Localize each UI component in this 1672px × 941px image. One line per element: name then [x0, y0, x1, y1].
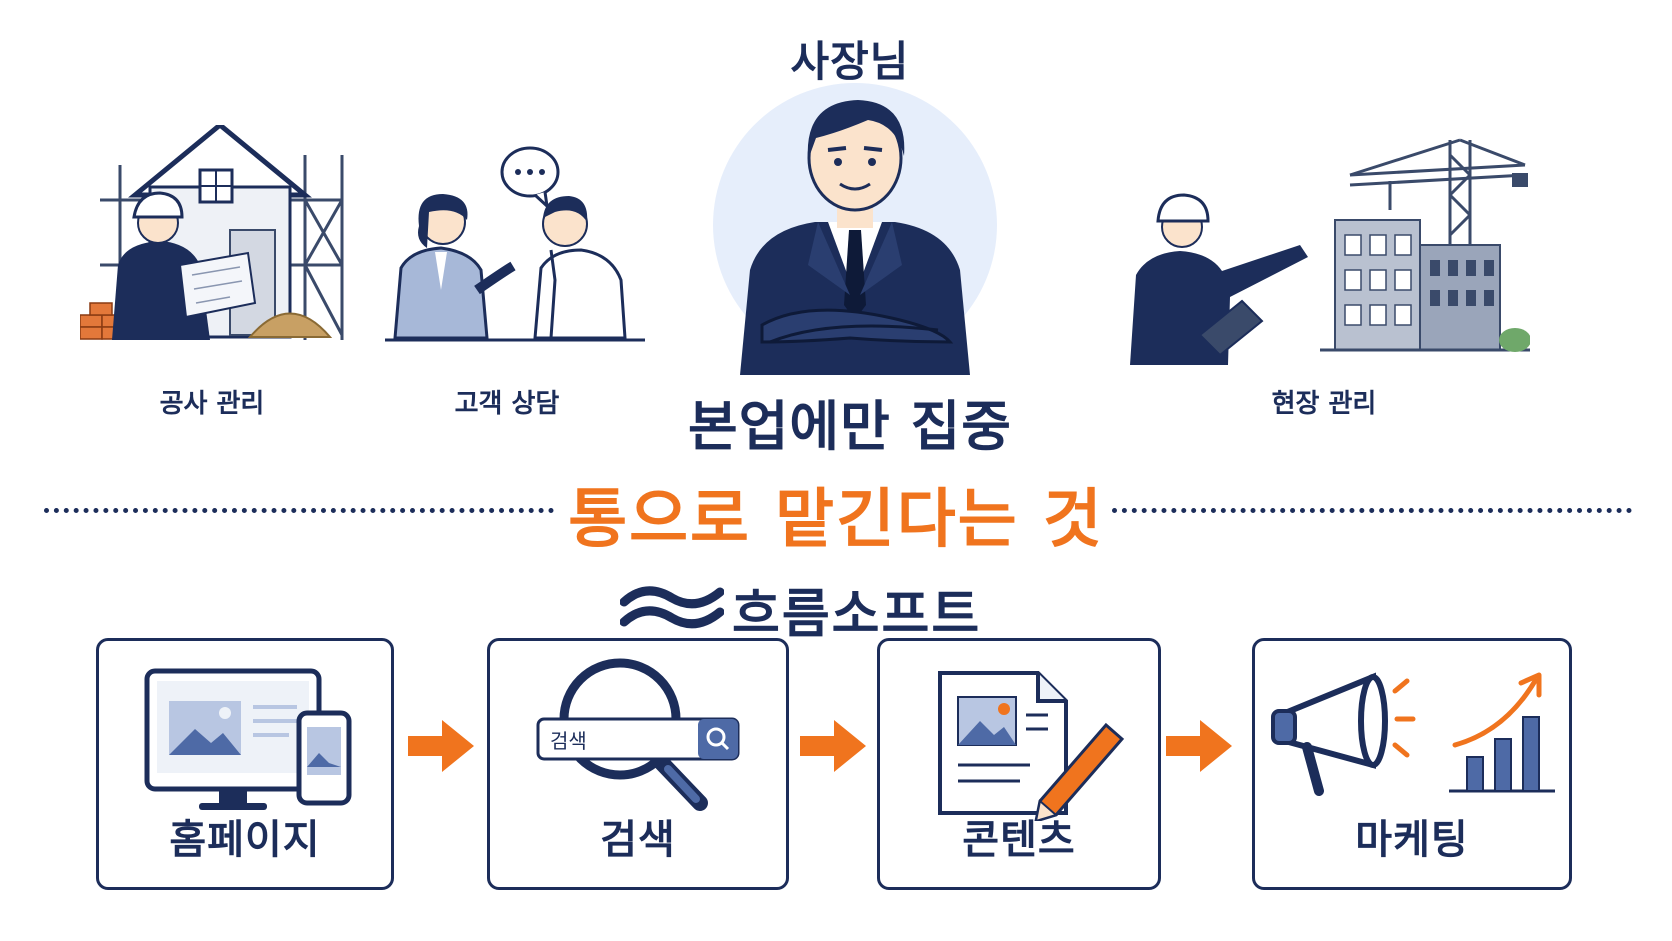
boss-title: 사장님: [790, 37, 910, 86]
construction-site-icon: [1130, 138, 1530, 365]
focus-text: 본업에만 집중: [688, 395, 1012, 458]
brand-logo: [619, 582, 725, 638]
arrow-2: [800, 720, 866, 776]
website-devices-icon: [144, 668, 352, 810]
wave-logo-icon: [619, 586, 725, 629]
service-card-homepage: 홈페이지: [96, 638, 394, 890]
tagline: 통으로 맡긴다는 것: [568, 483, 1104, 557]
service-label-contents: 콘텐츠: [962, 817, 1076, 863]
brand-name: 흐름소프트: [732, 585, 982, 645]
scene-consult: [385, 140, 670, 350]
service-card-search: 검색 검색: [487, 638, 789, 890]
search-icon: [536, 658, 740, 811]
arrow-1: [408, 720, 474, 776]
construction-house-icon: [80, 125, 344, 340]
businessman-icon: [713, 83, 997, 375]
service-card-contents: 콘텐츠: [877, 638, 1161, 890]
divider-left: [44, 508, 554, 513]
scene-label-construction: 공사 관리: [159, 389, 265, 419]
arrow-right-icon: [408, 720, 474, 772]
search-box-text: 검색: [550, 729, 587, 753]
megaphone-chart-icon: [1271, 672, 1555, 796]
boss-figure: [700, 80, 1000, 380]
service-label-homepage: 홈페이지: [169, 817, 321, 863]
customer-consultation-icon: [385, 146, 645, 342]
divider-right: [1112, 508, 1632, 513]
document-pencil-icon: [938, 671, 1125, 821]
scene-label-consult: 고객 상담: [454, 389, 560, 419]
arrow-3: [1166, 720, 1232, 776]
scene-label-site: 현장 관리: [1271, 389, 1377, 419]
service-card-marketing: 마케팅: [1252, 638, 1572, 890]
service-label-search: 검색: [600, 817, 676, 863]
service-label-marketing: 마케팅: [1355, 817, 1469, 863]
scene-site: [1130, 135, 1530, 375]
arrow-right-icon: [1166, 720, 1232, 772]
arrow-right-icon: [800, 720, 866, 772]
scene-construction: [80, 125, 360, 365]
